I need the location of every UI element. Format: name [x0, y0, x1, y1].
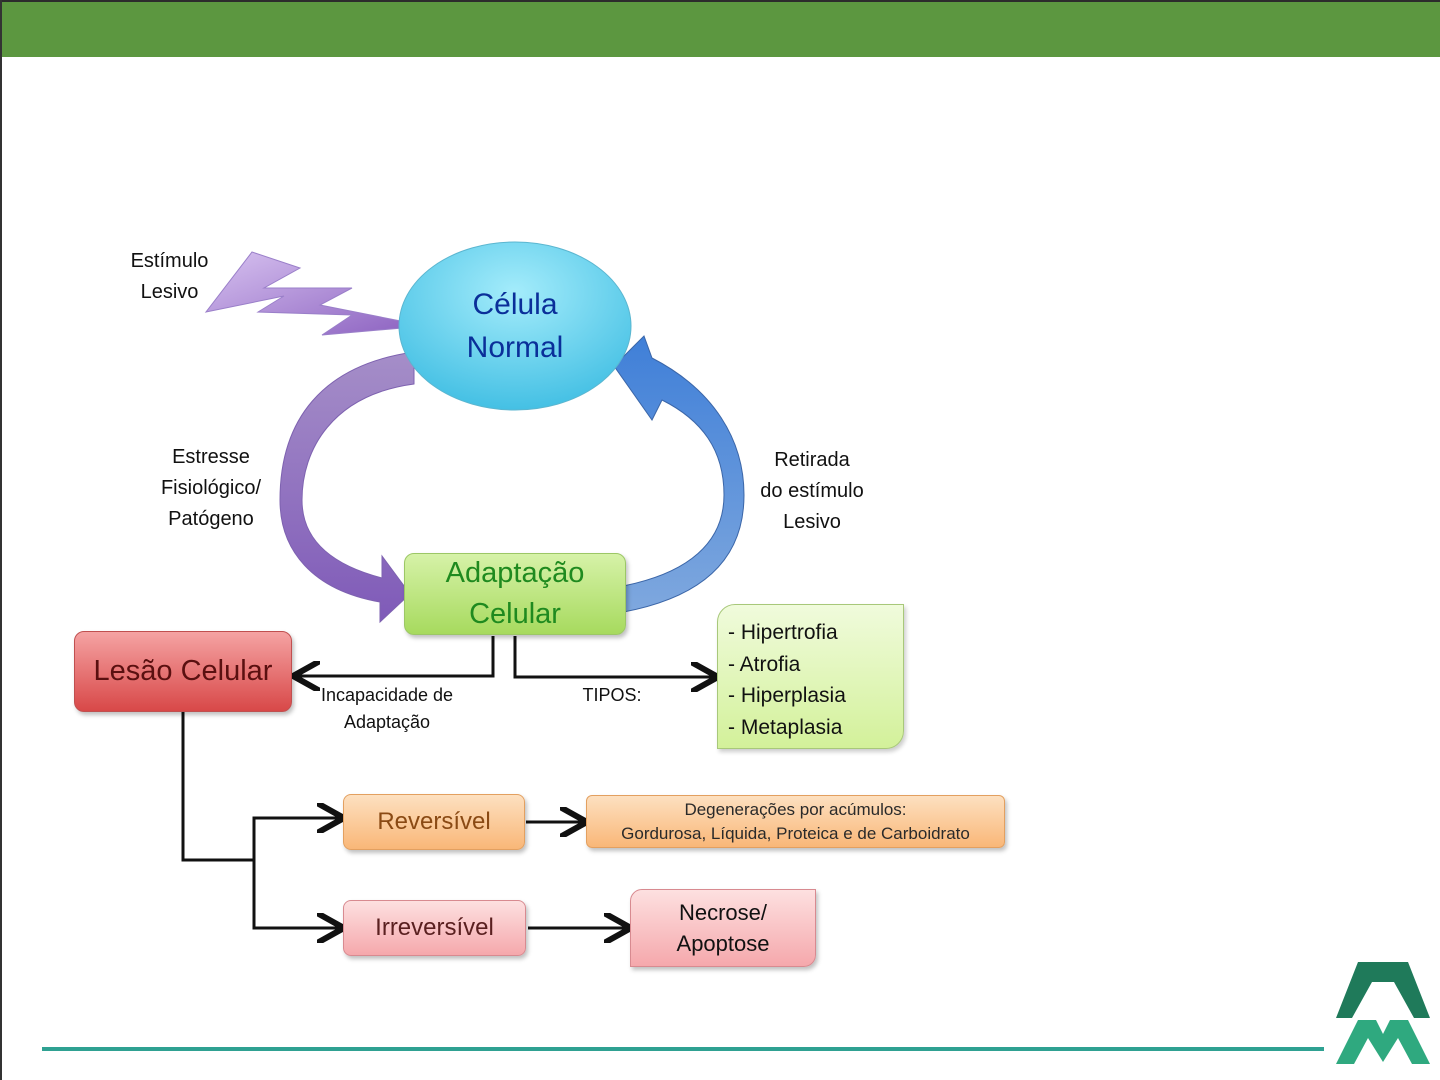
logo-a-shape	[1336, 962, 1430, 1018]
normal-cell-node	[398, 241, 632, 411]
inability-line2: Adaptação	[343, 712, 431, 732]
connector-types	[513, 636, 715, 677]
irreversible-result-line1: Necrose/	[678, 900, 768, 925]
stress-label: Estresse Fisiológico/ Patógeno	[142, 442, 280, 535]
footer-line	[42, 1047, 1324, 1051]
injury-label: Lesão Celular	[93, 655, 273, 687]
reversible-node: Reversível	[343, 794, 525, 850]
header-bar	[2, 0, 1440, 57]
inability-label: Incapacidade de Adaptação	[302, 682, 472, 736]
stress-line1: Estresse	[172, 446, 250, 468]
am-logo-icon	[1336, 962, 1430, 1064]
reversible-result-line2: Gordurosa, Líquida, Proteica e de Carboi…	[621, 823, 970, 843]
types-label: TIPOS:	[582, 685, 642, 705]
connector-reversible	[252, 818, 341, 928]
adaptation-line1: Adaptação	[445, 557, 585, 589]
removal-line2: do estímulo	[760, 480, 864, 502]
stress-line2: Fisiológico/	[160, 477, 262, 499]
injurious-stimulus-label: Estímulo Lesivo	[112, 246, 227, 308]
connector-irreversible	[252, 860, 341, 928]
irreversible-node: Irreversível	[343, 900, 526, 956]
types-list-box: - Hipertrofia - Atrofia - Hiperplasia - …	[717, 604, 904, 749]
adaptation-node: Adaptação Celular	[404, 553, 626, 635]
normal-cell-line2: Normal	[466, 331, 564, 364]
removal-line3: Lesivo	[783, 511, 841, 533]
type-item-hyperplasia: - Hiperplasia	[728, 684, 846, 707]
connector-injury-trunk	[181, 712, 254, 862]
normal-cell-line1: Célula	[472, 288, 558, 321]
type-item-hypertrophy: - Hipertrofia	[728, 621, 838, 644]
injury-node: Lesão Celular	[74, 631, 292, 712]
type-item-atrophy: - Atrofia	[728, 652, 801, 676]
removal-arrow	[611, 335, 745, 615]
adaptation-line2: Celular	[469, 598, 561, 630]
irreversible-result-node: Necrose/ Apoptose	[630, 889, 816, 967]
type-item-metaplasia: - Metaplasia	[728, 715, 843, 739]
connector-inability	[296, 636, 495, 676]
removal-line1: Retirada	[774, 449, 850, 471]
stimulus-line2: Lesivo	[140, 281, 199, 303]
logo-m-shape	[1336, 1020, 1430, 1064]
stress-line3: Patógeno	[168, 508, 254, 530]
stimulus-line1: Estímulo	[130, 250, 209, 272]
reversible-result-node: Degenerações por acúmulos: Gordurosa, Lí…	[586, 795, 1005, 848]
lightning-bolt-icon	[204, 251, 427, 336]
reversible-label: Reversível	[377, 808, 491, 835]
irreversible-result-line2: Apoptose	[676, 931, 770, 956]
reversible-result-line1: Degenerações por acúmulos:	[684, 799, 907, 819]
irreversible-label: Irreversível	[375, 914, 494, 941]
stress-arrow	[279, 351, 415, 624]
normal-cell-label: Célula Normal	[402, 283, 628, 369]
removal-label: Retirada do estímulo Lesivo	[742, 445, 882, 538]
inability-line1: Incapacidade de	[320, 685, 454, 705]
